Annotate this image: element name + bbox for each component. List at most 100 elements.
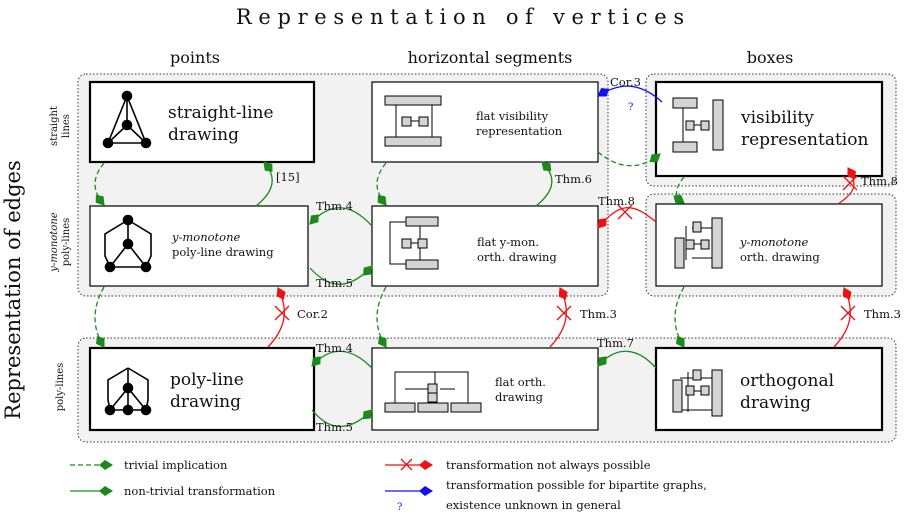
svg-text:orth. drawing: orth. drawing [477, 250, 557, 264]
cross-icon [274, 305, 290, 321]
svg-text:flat orth.: flat orth. [495, 375, 546, 389]
house-graph-icon [104, 214, 152, 273]
legend-item-not-possible: transformation not always possible [385, 458, 651, 472]
arrow-ym-to-fym [309, 265, 373, 285]
arrow-yo-to-fym-impossible [597, 207, 657, 229]
arrow-sl-to-ym-trivial [94, 162, 105, 206]
cross-icon [840, 305, 856, 321]
svg-text:flat visibility: flat visibility [476, 109, 549, 123]
svg-text:poly-lines: poly-lines [61, 218, 72, 267]
legend-item-trivial: trivial implication [70, 458, 228, 472]
box-flat-visibility-representation: flat visibility representation [371, 81, 599, 163]
svg-text:drawing: drawing [740, 393, 811, 413]
arrow-fo-to-fym-impossible [549, 287, 568, 348]
label-thm8-horizontal: Thm.8 [598, 194, 635, 208]
svg-text:poly-line: poly-line [170, 370, 244, 390]
cross-icon [400, 458, 413, 471]
column-header-points: points [170, 48, 220, 67]
arrow-fv-to-fym-trivial [376, 162, 387, 206]
label-cor3-question: ? [628, 102, 633, 113]
cross-icon [617, 204, 633, 220]
diagram-title: R e p r e s e n t a t i o n o f v e r t … [236, 5, 684, 29]
flat-visibility-icon [384, 95, 442, 147]
label-thm7: Thm.7 [597, 336, 634, 350]
svg-text:transformation not always poss: transformation not always possible [446, 458, 651, 472]
svg-text:existence unknown in general: existence unknown in general [446, 498, 621, 512]
legend: trivial implication non-trivial transfor… [70, 458, 707, 513]
svg-text:lines: lines [61, 114, 72, 138]
svg-text:y-monotone: y-monotone [739, 235, 808, 249]
cross-icon [842, 175, 858, 191]
row-label-y-monotone-poly-lines: y-monotone poly-lines [49, 212, 72, 272]
orthogonal-icon [672, 369, 723, 417]
label-cor2: Cor.2 [297, 307, 328, 321]
svg-text:y-monotone: y-monotone [49, 212, 60, 272]
red-cross-marks [274, 175, 858, 321]
box-polyline-drawing: poly-line drawing [88, 346, 316, 432]
arrow-labels: [15] Thm.6 Cor.3 ? Thm.4 Thm.5 Thm.8 Thm… [276, 75, 901, 434]
label-thm5-lower: Thm.5 [316, 420, 353, 434]
arrows [94, 85, 856, 427]
arrow-yo-to-od-trivial [674, 286, 685, 348]
triangle-graph-icon [102, 90, 152, 149]
column-header-horizontal-segments: horizontal segments [408, 48, 573, 67]
svg-text:non-trivial transformation: non-trivial transformation [124, 484, 276, 498]
svg-text:y-monotone: y-monotone [171, 230, 240, 244]
arrow-pl-to-fo [311, 409, 373, 427]
legend-item-bipartite: ? transformation possible for bipartite … [385, 478, 707, 513]
svg-text:orthogonal: orthogonal [740, 371, 834, 391]
svg-text:drawing: drawing [170, 392, 241, 412]
column-header-boxes: boxes [747, 48, 794, 67]
label-thm3-right: Thm.3 [864, 307, 901, 321]
visibility-icon [672, 97, 724, 153]
box-visibility-representation: visibility representation [654, 80, 884, 178]
arrow-ym-to-pl-trivial [94, 286, 105, 348]
cross-icon [556, 305, 572, 321]
svg-text:orth. drawing: orth. drawing [740, 250, 820, 264]
y-monotone-orth-icon [674, 217, 723, 269]
label-thm8-vertical: Thm.8 [861, 174, 898, 188]
side-title: Representation of edges [1, 160, 25, 419]
svg-text:transformation possible for bi: transformation possible for bipartite gr… [446, 478, 707, 492]
label-thm5-upper: Thm.5 [316, 276, 353, 290]
box-y-monotone-polyline-drawing: y-monotone poly-line drawing [89, 205, 309, 287]
svg-text:straight-line: straight-line [168, 103, 274, 123]
svg-text:?: ? [397, 502, 402, 513]
label-thm4-upper: Thm.4 [316, 199, 353, 213]
svg-text:trivial implication: trivial implication [124, 458, 228, 472]
row-label-poly-lines: poly-lines [55, 363, 66, 412]
arrow-fv-to-vr-trivial [597, 151, 661, 167]
arrow-vr-to-yo-trivial [673, 176, 685, 204]
arrow-od-to-yo-impossible [833, 287, 852, 348]
svg-text:flat y-mon.: flat y-mon. [477, 235, 539, 249]
arrow-fym-to-fv [535, 161, 553, 207]
svg-text:poly-line drawing: poly-line drawing [172, 245, 274, 259]
arrow-fym-to-fo-trivial [376, 286, 387, 348]
label-cor3: Cor.3 [610, 75, 641, 89]
box-flat-orth-drawing: flat orth. drawing [371, 347, 599, 431]
svg-text:drawing: drawing [495, 390, 544, 404]
arrow-yo-to-vr-impossible [837, 167, 856, 205]
arrow-ym-to-sl [255, 161, 273, 207]
row-label-straight-lines: straight lines [49, 106, 72, 146]
polyline-graph-icon [104, 367, 152, 416]
svg-text:representation: representation [741, 130, 868, 150]
arrow-od-to-fo [597, 350, 657, 369]
arrow-fym-to-ym [309, 207, 373, 227]
label-ref15: [15] [276, 170, 300, 184]
svg-text:straight: straight [49, 106, 60, 146]
flat-orth-icon [384, 371, 482, 413]
box-flat-y-monotone-orth-drawing: flat y-mon. orth. drawing [371, 205, 599, 287]
svg-text:visibility: visibility [740, 108, 814, 128]
label-thm4-lower: Thm.4 [316, 341, 353, 355]
flat-y-monotone-icon [389, 216, 439, 270]
box-y-monotone-orth-drawing: y-monotone orth. drawing [655, 203, 883, 287]
arrow-vr-to-fv-bipartite [597, 85, 663, 103]
svg-text:representation: representation [476, 124, 563, 138]
box-straight-line-drawing: straight-line drawing [88, 80, 316, 164]
label-thm3-middle: Thm.3 [580, 307, 617, 321]
arrow-fo-to-pl [311, 350, 373, 369]
label-thm6: Thm.6 [555, 172, 592, 186]
arrow-pl-to-ym-impossible [267, 287, 286, 348]
